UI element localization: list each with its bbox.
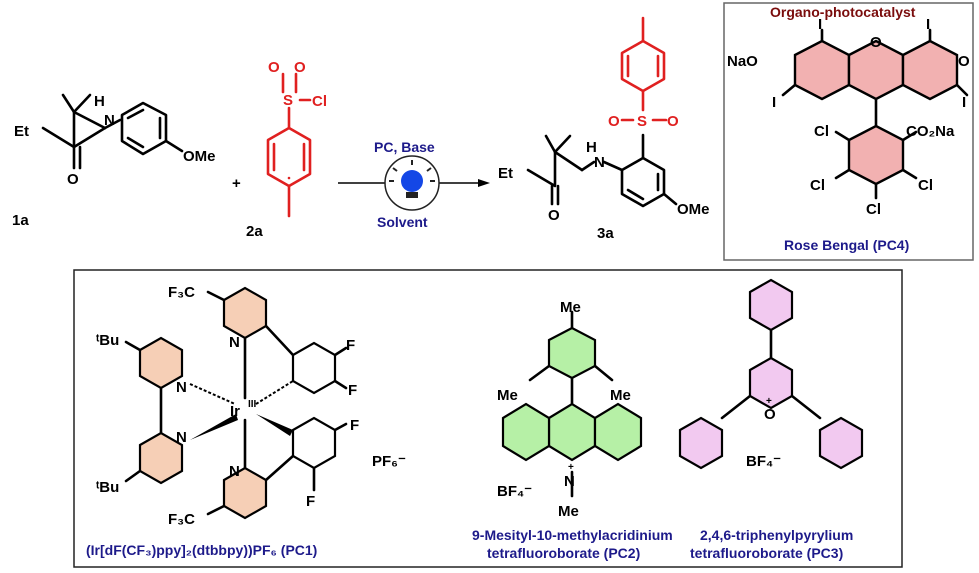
product-s-label: S	[637, 113, 647, 130]
conditions-bottom-label: Solvent	[377, 214, 428, 230]
rb-nao-label: NaO	[727, 53, 758, 70]
pc1-cf3-top: F₃C	[168, 284, 195, 301]
product-et-label: Et	[498, 165, 513, 182]
rb-cl-3: Cl	[918, 177, 933, 194]
product-o2-label: O	[667, 113, 679, 130]
product-n-label: N	[594, 154, 605, 171]
rb-cl-2: Cl	[810, 177, 825, 194]
pc2-caption-line1: 9-Mesityl-10-methylacridinium	[472, 527, 673, 543]
rose-bengal-box	[723, 2, 974, 261]
pc1-n-left-1: N	[176, 379, 187, 396]
product-h-label: H	[586, 139, 597, 156]
pc1-tbu-top: ᵗBu	[96, 332, 119, 349]
rb-cl-1: Cl	[814, 123, 829, 140]
compound-3a-structure	[526, 133, 678, 208]
pc2-counterion: BF₄⁻	[497, 483, 532, 500]
pc1-ir-label: Ir	[230, 403, 240, 420]
pc2-me-top: Me	[560, 299, 581, 316]
compound-2a-label: 2a	[246, 223, 263, 240]
organo-photocatalyst-header: Organo-photocatalyst	[770, 4, 916, 20]
compound-3a-label: 3a	[597, 225, 614, 242]
rose-bengal-caption: Rose Bengal (PC4)	[784, 237, 909, 253]
pc1-structure	[124, 286, 348, 520]
pc2-me-right: Me	[610, 387, 631, 404]
pc2-structure	[501, 310, 643, 498]
ome-label: OMe	[183, 148, 216, 165]
pc1-f-4: F	[306, 493, 315, 510]
sulfonyl-o2-label: O	[294, 59, 306, 76]
pc1-f-1: F	[346, 337, 355, 354]
rose-bengal-structure	[781, 28, 969, 200]
tosyl-group-structure	[620, 16, 668, 122]
pc2-me-left: Me	[497, 387, 518, 404]
product-ome-label: OMe	[677, 201, 710, 218]
amide-h-label: H	[94, 93, 105, 110]
pc1-f-2: F	[348, 382, 357, 399]
pc1-n-top: N	[229, 334, 240, 351]
sulfonyl-o1-label: O	[268, 59, 280, 76]
rb-cl-4: Cl	[866, 201, 881, 218]
pc1-ir-oxidation: III	[248, 399, 257, 410]
rb-co2na-label: CO₂Na	[906, 123, 955, 140]
pc1-cf3-bottom: F₃C	[168, 511, 195, 528]
product-o1-label: O	[608, 113, 620, 130]
pc1-counterion: PF₆⁻	[372, 453, 406, 470]
compound-2a-structure	[266, 72, 312, 218]
pc3-structure	[678, 278, 864, 470]
conditions-top-label: PC, Base	[374, 139, 435, 155]
rb-i-top-left: I	[818, 16, 822, 33]
pc1-n-left-2: N	[176, 429, 187, 446]
pc3-caption-line1: 2,4,6-triphenylpyrylium	[700, 527, 853, 543]
sulfonyl-s-label: S	[283, 92, 293, 109]
carbonyl-o-label: O	[67, 171, 79, 188]
rb-i-bottom-left: I	[772, 94, 776, 111]
photocatalyst-box	[73, 269, 903, 568]
rb-xanthene-o: O	[870, 34, 882, 51]
rb-i-top-right: I	[926, 16, 930, 33]
pc3-caption-line2: tetrafluoroborate (PC3)	[690, 545, 843, 561]
light-bulb-icon	[384, 155, 440, 211]
compound-1a-label: 1a	[12, 212, 29, 229]
pc1-tbu-bottom: ᵗBu	[96, 479, 119, 496]
plus-sign: +	[232, 175, 241, 192]
pc1-n-bottom: N	[229, 463, 240, 480]
rb-ketone-o: O	[958, 53, 970, 70]
amide-n-label: N	[104, 112, 115, 129]
et-label: Et	[14, 123, 29, 140]
compound-1a-structure	[41, 93, 184, 170]
product-o-label: O	[548, 207, 560, 224]
pc1-caption: (Ir[dF(CF₃)ppy]₂(dtbbpy))PF₆ (PC1)	[86, 542, 317, 558]
pc3-plus: +	[766, 396, 772, 407]
rb-i-bottom-right: I	[962, 94, 966, 111]
sulfonyl-cl-label: Cl	[312, 93, 327, 110]
pc3-o-label: O	[764, 406, 776, 423]
pc2-plus: +	[568, 462, 574, 473]
pc3-counterion: BF₄⁻	[746, 453, 781, 470]
pc2-me-n: Me	[558, 503, 579, 520]
pc2-n-label: N	[564, 473, 575, 490]
pc2-caption-line2: tetrafluoroborate (PC2)	[487, 545, 640, 561]
pc1-f-3: F	[350, 417, 359, 434]
